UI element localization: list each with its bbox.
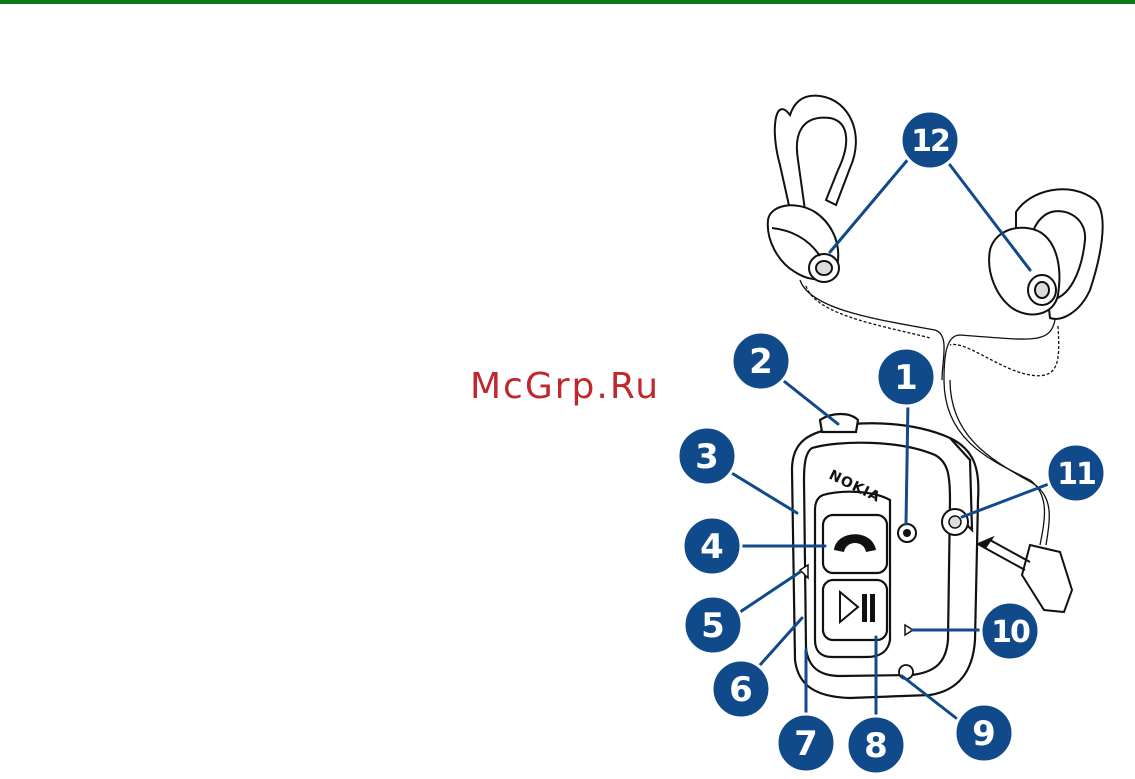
device-body	[792, 414, 978, 698]
svg-text:4: 4	[700, 527, 724, 567]
svg-text:6: 6	[729, 670, 753, 710]
leader-1	[906, 400, 908, 524]
headset-connector	[942, 509, 968, 535]
call-key[interactable]	[823, 515, 887, 573]
right-earpiece	[989, 189, 1103, 319]
svg-text:9: 9	[972, 714, 996, 754]
callout-9: 9	[955, 704, 1013, 762]
callout-8: 8	[847, 716, 905, 774]
callout-10: 10	[981, 602, 1039, 660]
left-earpiece	[768, 96, 856, 282]
callout-5: 5	[684, 596, 742, 654]
leader-3	[730, 472, 797, 513]
svg-text:1: 1	[894, 358, 918, 398]
callout-2: 2	[732, 332, 790, 390]
svg-text:11: 11	[1057, 457, 1095, 492]
audio-plug	[978, 538, 1072, 612]
leader-2	[780, 378, 838, 424]
svg-text:5: 5	[701, 606, 725, 646]
svg-text:7: 7	[794, 724, 818, 764]
power-key[interactable]	[898, 524, 916, 542]
callout-12: 12	[901, 111, 959, 169]
svg-text:2: 2	[749, 342, 773, 382]
callout-1: 1	[877, 348, 935, 406]
svg-text:10: 10	[991, 615, 1030, 650]
svg-text:12: 12	[911, 124, 949, 159]
leader-5	[740, 572, 800, 612]
callout-7: 7	[777, 714, 835, 772]
callout-11: 11	[1047, 444, 1105, 502]
callout-3: 3	[678, 427, 736, 485]
svg-text:8: 8	[864, 726, 888, 766]
callout-4: 4	[683, 517, 741, 575]
svg-text:3: 3	[695, 437, 719, 477]
callout-6: 6	[712, 660, 770, 718]
